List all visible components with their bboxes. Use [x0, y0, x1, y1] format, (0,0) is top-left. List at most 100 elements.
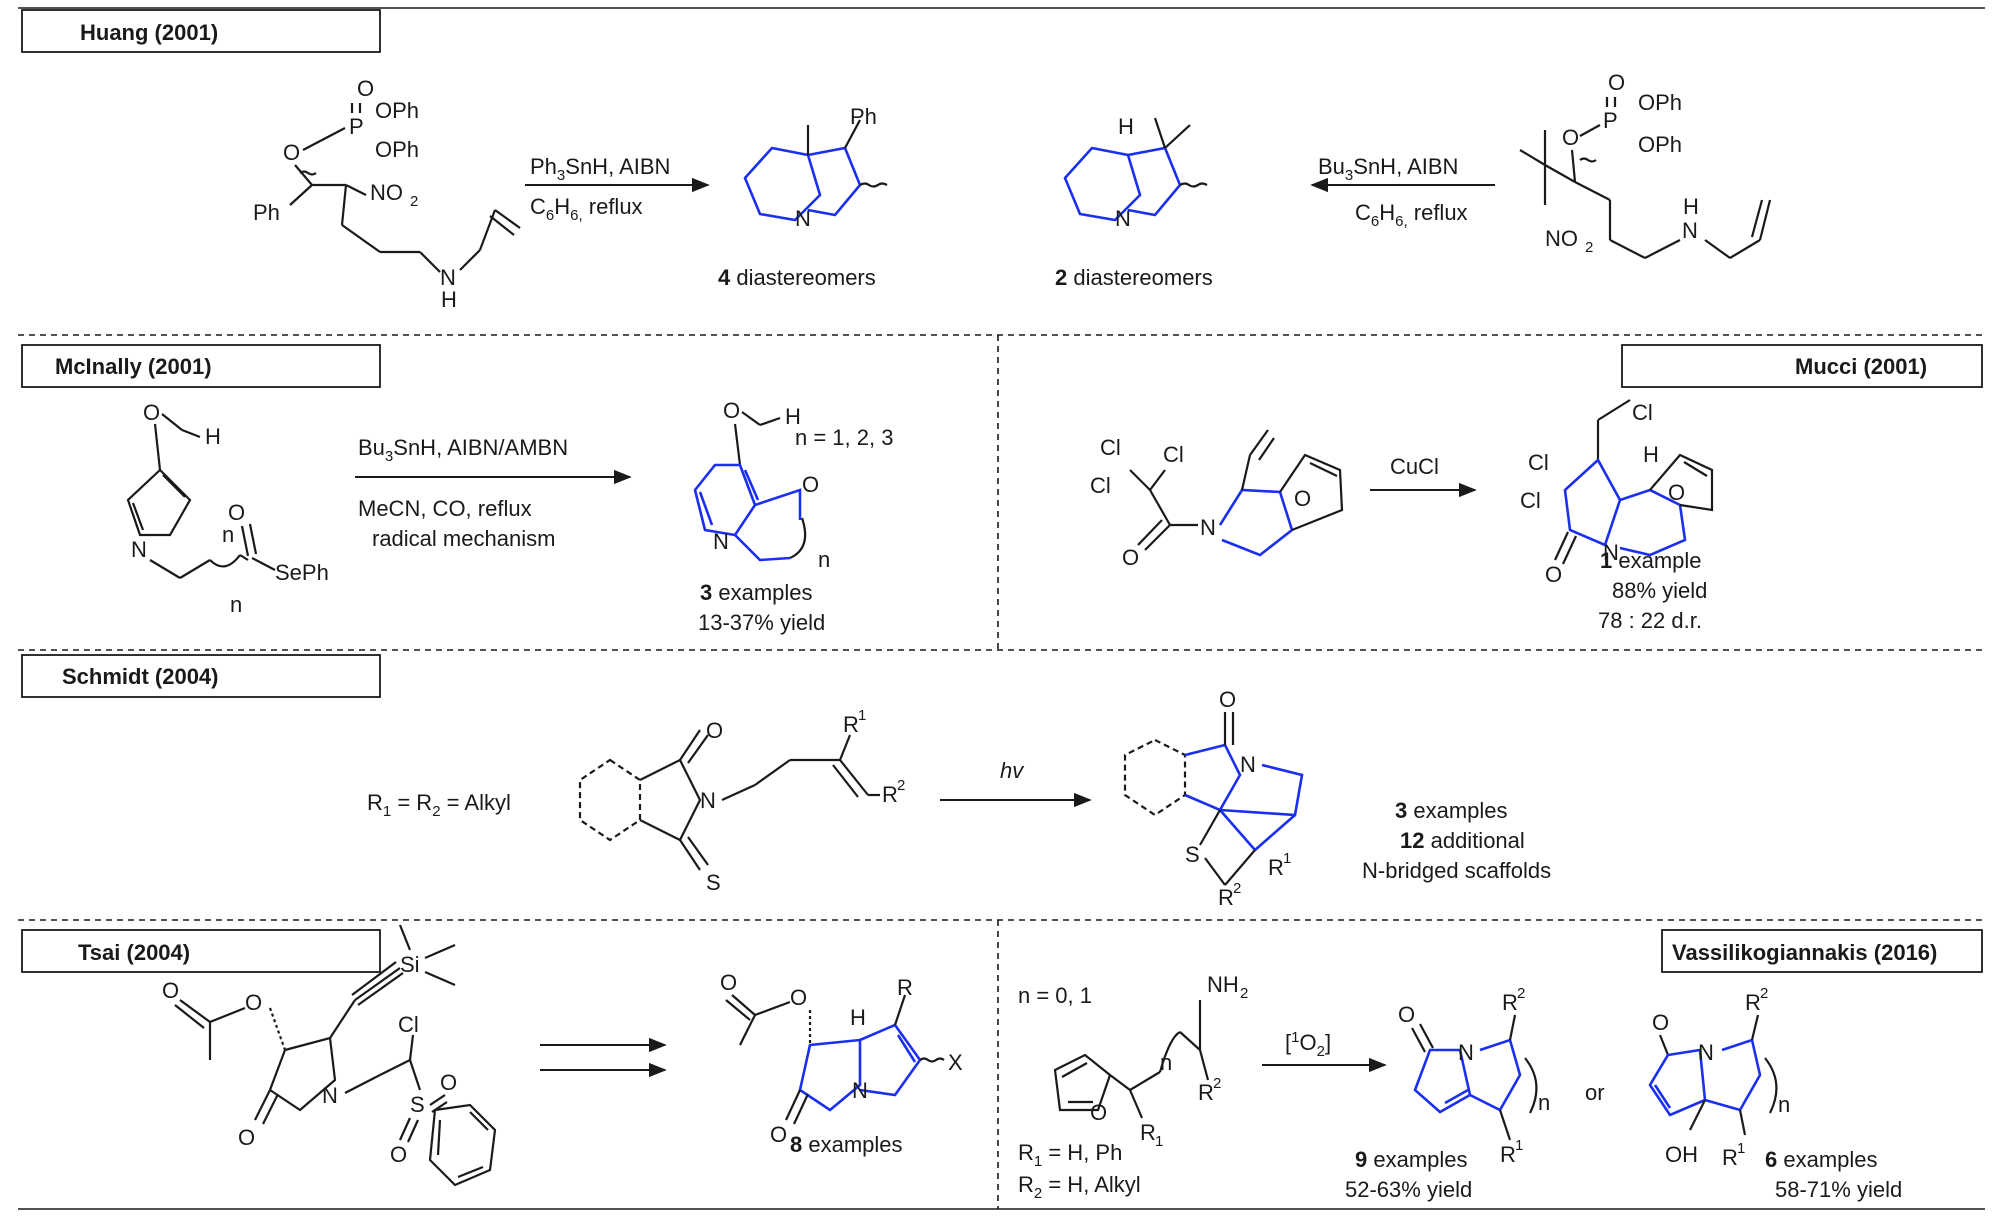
svg-text:H: H	[850, 1005, 866, 1030]
svg-text:1: 1	[1515, 1137, 1523, 1154]
svg-text:2: 2	[1240, 985, 1248, 1002]
svg-text:O: O	[440, 1070, 457, 1095]
svg-text:N: N	[1240, 752, 1256, 777]
header-vassilikogiannakis: Vassilikogiannakis (2016)	[1661, 929, 1983, 973]
svg-text:78 : 22 d.r.: 78 : 22 d.r.	[1598, 608, 1702, 633]
svg-text:S: S	[1185, 842, 1200, 867]
svg-text:H: H	[441, 287, 457, 312]
svg-text:O: O	[1090, 1100, 1107, 1125]
svg-text:N: N	[795, 206, 811, 231]
svg-text:Ph3SnH, AIBN: Ph3SnH, AIBN	[530, 154, 670, 184]
svg-text:P: P	[1603, 108, 1618, 133]
svg-text:n: n	[222, 522, 234, 547]
header-tsai: Tsai (2004)	[21, 929, 381, 973]
svg-text:MeCN, CO, reflux: MeCN, CO, reflux	[358, 496, 532, 521]
svg-text:O: O	[143, 400, 160, 425]
svg-text:52-63% yield: 52-63% yield	[1345, 1177, 1472, 1202]
svg-text:R: R	[1745, 990, 1761, 1015]
svg-text:n: n	[1160, 1050, 1172, 1075]
svg-text:N: N	[1115, 206, 1131, 231]
svg-text:CuCl: CuCl	[1390, 454, 1439, 479]
svg-text:R1 = R2 = Alkyl: R1 = R2 = Alkyl	[367, 790, 511, 820]
mcinally-reactant: O H N n O SePh n	[126, 400, 329, 617]
svg-text:N: N	[131, 537, 147, 562]
svg-text:2: 2	[410, 193, 418, 210]
svg-text:2 diastereomers: 2 diastereomers	[1055, 265, 1213, 290]
svg-text:9 examples: 9 examples	[1355, 1147, 1468, 1172]
svg-text:N: N	[700, 788, 716, 813]
mucci-reactant: Cl Cl Cl O N O	[1090, 429, 1344, 570]
svg-text:S: S	[706, 870, 721, 895]
svg-text:Cl: Cl	[1520, 488, 1541, 513]
svg-text:N: N	[1698, 1040, 1714, 1065]
svg-text:R: R	[1722, 1145, 1738, 1170]
svg-text:R: R	[1502, 990, 1518, 1015]
svg-text:Cl: Cl	[1090, 473, 1111, 498]
svg-text:O: O	[1545, 562, 1562, 587]
svg-text:R: R	[1218, 885, 1234, 910]
svg-text:Schmidt (2004): Schmidt (2004)	[62, 664, 219, 689]
svg-text:R: R	[897, 975, 913, 1000]
svg-text:n: n	[1538, 1090, 1550, 1115]
svg-text:1 example: 1 example	[1600, 548, 1702, 573]
svg-text:R: R	[1140, 1120, 1156, 1145]
svg-text:n: n	[1778, 1092, 1790, 1117]
svg-text:N: N	[713, 529, 729, 554]
huang-product-2: N H 2 diastereomers	[1055, 114, 1213, 290]
header-huang: Huang (2001)	[21, 9, 381, 53]
svg-text:R1 = H, Ph: R1 = H, Ph	[1018, 1140, 1122, 1170]
huang-reactant-left: O P OPh OPh O Ph NO 2 N H	[253, 76, 521, 312]
svg-text:H: H	[785, 404, 801, 429]
svg-text:H: H	[1683, 194, 1699, 219]
svg-text:N: N	[1458, 1040, 1474, 1065]
svg-text:OPh: OPh	[1638, 132, 1682, 157]
svg-text:O: O	[1122, 545, 1139, 570]
svg-text:Tsai (2004): Tsai (2004)	[78, 940, 190, 965]
svg-text:6 examples: 6 examples	[1765, 1147, 1878, 1172]
svg-text:Cl: Cl	[398, 1012, 419, 1037]
svg-text:O: O	[1668, 480, 1685, 505]
schmidt-reactant: O S N R 1 R 2	[578, 707, 905, 895]
svg-text:[1O2]: [1O2]	[1285, 1029, 1331, 1060]
svg-text:2: 2	[897, 777, 905, 794]
svg-text:P: P	[349, 114, 364, 139]
svg-text:radical mechanism: radical mechanism	[372, 526, 555, 551]
svg-text:88% yield: 88% yield	[1612, 578, 1707, 603]
svg-text:n: n	[818, 547, 830, 572]
svg-text:O: O	[1398, 1002, 1415, 1027]
vassil-product-1: O N R 2 n R 1 9 examples 52-63% yield	[1345, 985, 1550, 1202]
vassil-conditions: [1O2]	[1262, 1029, 1387, 1073]
svg-text:2: 2	[1585, 239, 1593, 256]
svg-text:hv: hv	[1000, 758, 1025, 783]
svg-text:4 diastereomers: 4 diastereomers	[718, 265, 876, 290]
svg-text:O: O	[1294, 486, 1311, 511]
svg-text:R: R	[1500, 1142, 1516, 1167]
svg-text:O: O	[1608, 70, 1625, 95]
svg-text:N: N	[1603, 540, 1619, 565]
svg-text:Cl: Cl	[1100, 435, 1121, 460]
svg-text:Si: Si	[400, 952, 420, 977]
svg-text:Cl: Cl	[1528, 450, 1549, 475]
svg-text:Cl: Cl	[1163, 442, 1184, 467]
svg-text:O: O	[706, 718, 723, 743]
huang-conditions-2: Bu3SnH, AIBN C6H6, reflux	[1310, 154, 1495, 230]
svg-text:Bu3SnH, AIBN: Bu3SnH, AIBN	[1318, 154, 1458, 184]
svg-text:N: N	[440, 265, 456, 290]
svg-text:Bu3SnH, AIBN/AMBN: Bu3SnH, AIBN/AMBN	[358, 435, 568, 465]
svg-text:1: 1	[1155, 1133, 1163, 1150]
svg-text:NO: NO	[370, 180, 403, 205]
svg-text:SePh: SePh	[275, 560, 329, 585]
svg-text:OH: OH	[1665, 1142, 1698, 1167]
svg-text:H: H	[1643, 442, 1659, 467]
svg-text:2: 2	[1517, 985, 1525, 1002]
svg-text:O: O	[390, 1142, 407, 1167]
mcinally-conditions: Bu3SnH, AIBN/AMBN MeCN, CO, reflux radic…	[355, 435, 632, 551]
schmidt-product: O N S R 2 R 1 3 examples 12 additional N…	[1123, 687, 1551, 910]
svg-text:3 examples: 3 examples	[1395, 798, 1508, 823]
svg-text:NO: NO	[1545, 226, 1578, 251]
svg-text:3 examples: 3 examples	[700, 580, 813, 605]
svg-text:R: R	[1198, 1080, 1214, 1105]
svg-text:Vassilikogiannakis (2016): Vassilikogiannakis (2016)	[1672, 940, 1937, 965]
svg-text:R: R	[882, 782, 898, 807]
